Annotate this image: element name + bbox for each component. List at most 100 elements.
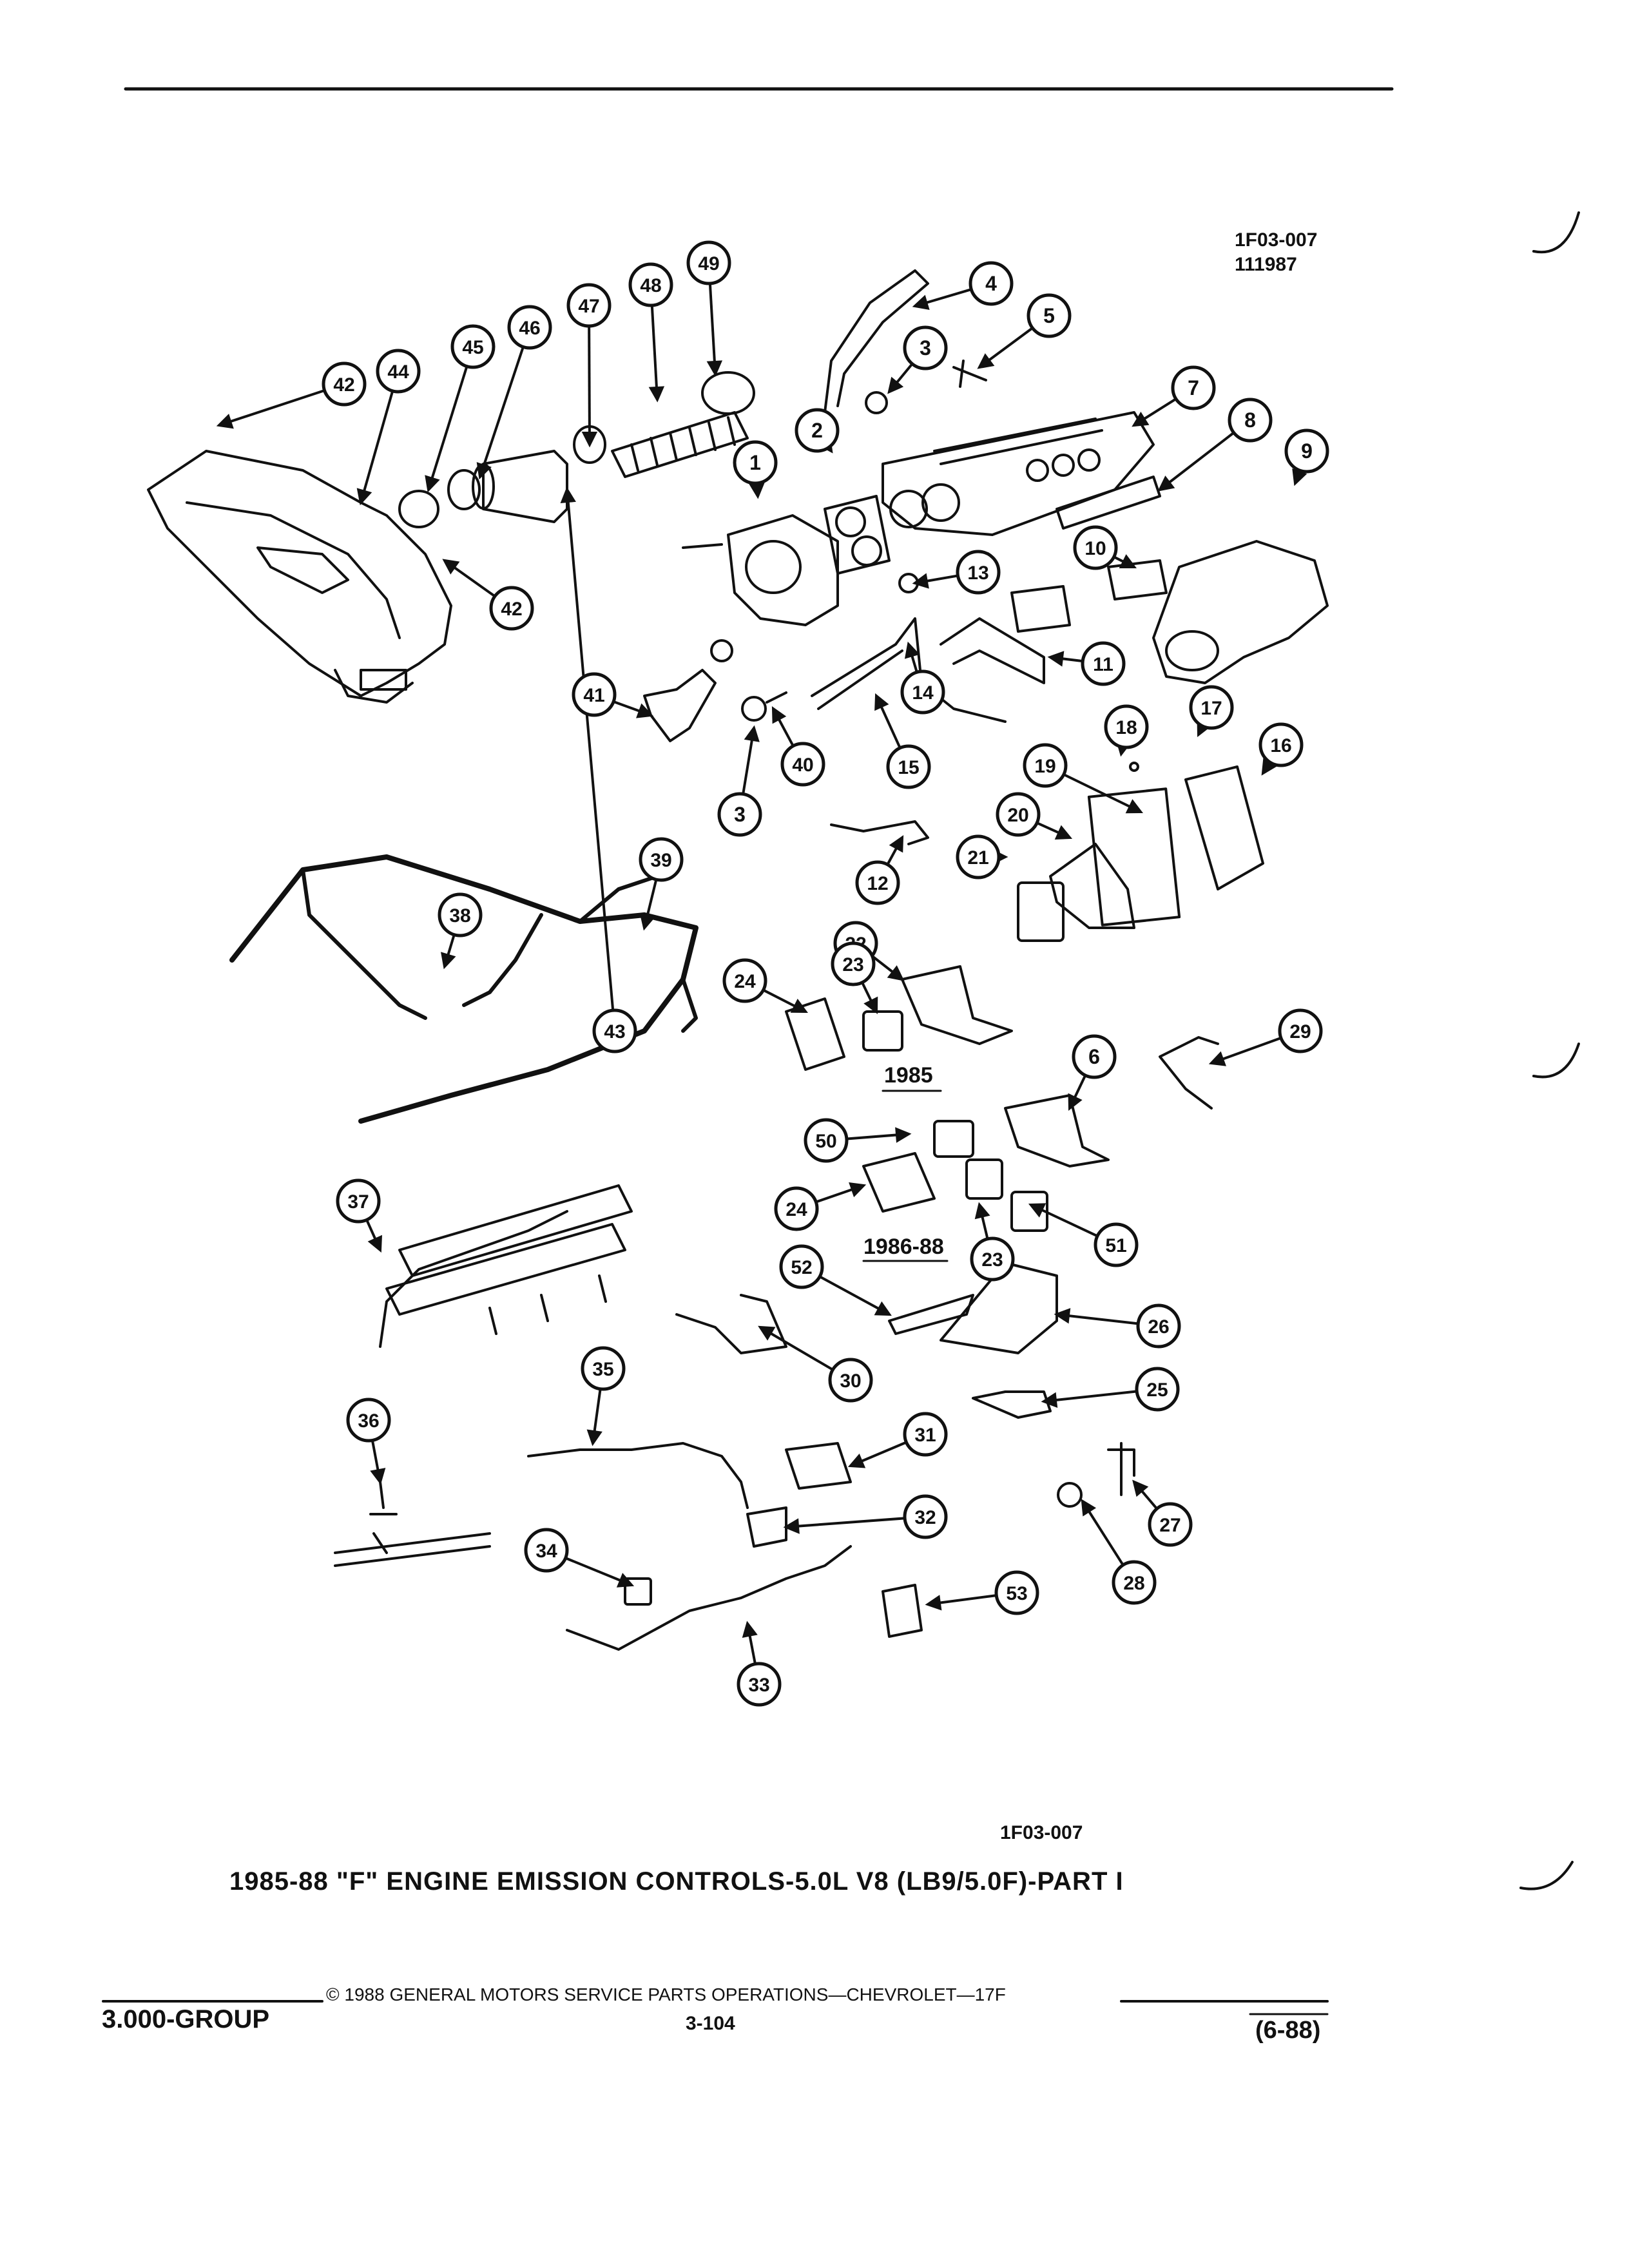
arrowhead-40 (771, 706, 787, 724)
arrowhead-47 (581, 431, 598, 448)
callout-circle (779, 1244, 824, 1289)
callout-circle (1094, 1222, 1139, 1267)
callout-circle (1284, 428, 1329, 474)
callout-41: 41 (572, 672, 617, 717)
callout-42: 42 (322, 361, 367, 407)
page-number: 3-104 (686, 2013, 735, 2034)
runner-gasket-right (1107, 559, 1168, 601)
arrowhead-25 (1041, 1392, 1058, 1408)
arrowhead-10 (1119, 554, 1137, 568)
relay-23-1986 (965, 1158, 1003, 1200)
part-25 (972, 1390, 1052, 1419)
callout-number: 36 (358, 1410, 379, 1432)
relay-23-1985 (862, 1010, 903, 1052)
callout-28: 28 (1112, 1560, 1157, 1605)
arrowhead-48 (648, 386, 665, 403)
arrowhead-24 (790, 999, 808, 1014)
part-32 (746, 1506, 787, 1548)
leader-44 (360, 392, 394, 503)
callout-number: 13 (967, 562, 988, 584)
callout-number: 9 (1301, 439, 1313, 463)
callout-29: 29 (1278, 1008, 1323, 1053)
callout-number: 40 (792, 754, 813, 776)
callout-circle (1135, 1367, 1180, 1412)
callout-circle (581, 1346, 626, 1391)
callout-circle (1136, 1303, 1181, 1349)
callout-27: 27 (1148, 1502, 1193, 1547)
callout-number: 27 (1159, 1515, 1181, 1536)
callout-number: 42 (333, 374, 354, 396)
callout-circle (900, 669, 945, 715)
arrowhead-35 (586, 1429, 602, 1446)
callout-26: 26 (1136, 1303, 1181, 1349)
callout-circle (795, 408, 840, 453)
callout-number: 50 (815, 1131, 836, 1152)
callout-number: 31 (914, 1425, 936, 1446)
leader-49 (708, 284, 717, 374)
arrowhead-53 (925, 1595, 942, 1611)
arrowhead-37 (367, 1235, 383, 1253)
arrowhead-22 (887, 965, 905, 981)
callout-2: 2 (795, 408, 840, 453)
callout-circle (956, 550, 1001, 595)
callout-circle (956, 834, 1001, 879)
leader-8 (1159, 432, 1234, 491)
callout-23: 23 (831, 941, 876, 986)
callout-1: 1 (733, 440, 778, 485)
callout-circle (994, 1570, 1039, 1615)
leader-47 (588, 327, 591, 445)
callout-circle (524, 1528, 569, 1573)
arrowhead-11 (1047, 651, 1065, 667)
callout-number: 4 (985, 272, 997, 295)
callout-24: 24 (722, 958, 767, 1003)
callout-circle (489, 586, 534, 631)
callout-number: 51 (1105, 1235, 1126, 1256)
throttle-body (682, 514, 839, 626)
throttle-gasket (824, 495, 891, 575)
callout-number: 20 (1007, 805, 1028, 826)
callout-number: 16 (1270, 735, 1291, 756)
arrowhead-38 (441, 952, 456, 970)
margin-tick-1 (1532, 211, 1580, 254)
figure-code-top: 1F03-007 (1235, 229, 1318, 251)
callout-number: 42 (501, 599, 522, 620)
part-53 (882, 1584, 923, 1638)
callout-number: 24 (786, 1199, 807, 1220)
callout-39: 39 (639, 837, 684, 882)
strap-52 (888, 1294, 974, 1335)
callout-number: 11 (1093, 654, 1113, 675)
arrowhead-46 (476, 462, 492, 480)
intake-plenum (882, 411, 1155, 536)
leader-46 (479, 347, 525, 477)
callout-circle (737, 1662, 782, 1707)
callout-number: 39 (650, 850, 671, 871)
callout-40: 40 (780, 742, 825, 787)
callout-number: 44 (387, 361, 409, 383)
callout-number: 52 (791, 1257, 812, 1278)
callout-5: 5 (1027, 293, 1072, 338)
ecu-24-1985 (785, 997, 845, 1071)
callout-10: 10 (1073, 525, 1118, 570)
callout-number: 35 (592, 1359, 613, 1380)
callout-circle (970, 1236, 1015, 1282)
callout-35: 35 (581, 1346, 626, 1391)
leader-30 (759, 1326, 833, 1370)
callout-circle (1081, 641, 1126, 686)
callout-circle (722, 958, 767, 1003)
callout-3: 3 (717, 792, 762, 837)
callout-6: 6 (1072, 1034, 1117, 1079)
callout-24: 24 (774, 1186, 819, 1231)
callout-37: 37 (336, 1178, 381, 1224)
year-label-1985: 1985 (884, 1063, 933, 1088)
callout-circle (780, 742, 825, 787)
arrowhead-52 (874, 1301, 892, 1316)
callout-circle (1258, 722, 1304, 767)
callout-circle (855, 860, 900, 905)
callout-number: 25 (1146, 1379, 1168, 1401)
arrowhead-3 (887, 376, 904, 394)
callout-number: 47 (578, 296, 599, 317)
air-intake-duct (147, 450, 452, 704)
harness-35 (527, 1442, 749, 1509)
arrowhead-6 (1068, 1093, 1083, 1111)
